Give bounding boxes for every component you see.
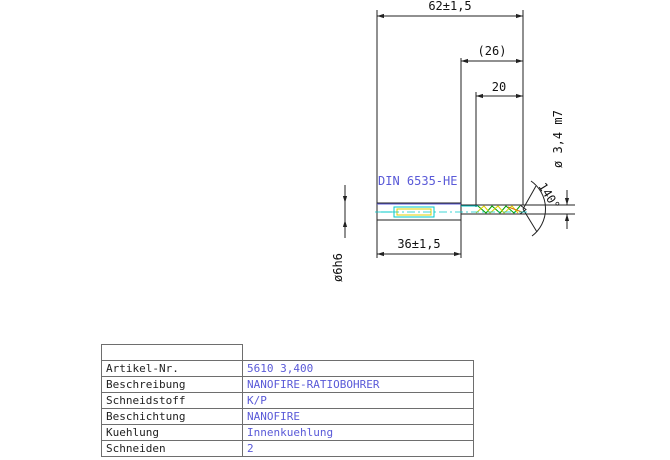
table-row: Beschichtung NANOFIRE (101, 407, 474, 425)
table-row: Kuehlung Innenkuehlung (101, 423, 474, 441)
table-header-cell (101, 344, 243, 361)
angle-arc (530, 180, 547, 237)
row-label-beschreibung: Beschreibung (101, 375, 243, 393)
spec-table: Artikel-Nr. 5610 3,400 Beschreibung NANO… (101, 344, 474, 457)
dim-ref-length: (26) (478, 44, 507, 58)
drill-flute (461, 204, 527, 215)
angle-leg-top (522, 185, 537, 210)
row-value-beschichtung: NANOFIRE (242, 407, 474, 425)
row-label-schneidstoff: Schneidstoff (101, 391, 243, 409)
extension-lines (344, 10, 575, 258)
row-value-beschreibung: NANOFIRE-RATIOBOHRER (242, 375, 474, 393)
row-value-schneiden: 2 (242, 439, 474, 457)
table-row: Beschreibung NANOFIRE-RATIOBOHRER (101, 375, 474, 393)
dim-shank-diameter: ø6h6 (331, 253, 345, 282)
table-header-empty (242, 344, 474, 360)
standard-label: DIN 6535-HE (378, 174, 457, 188)
dim-flute-length: 20 (492, 80, 506, 94)
row-value-schneidstoff: K/P (242, 391, 474, 409)
dim-shank-length: 36±1,5 (397, 237, 440, 251)
table-header-row (101, 344, 474, 361)
dim-point-angle: 140° (535, 180, 562, 212)
dim-overall-length: 62±1,5 (428, 0, 471, 13)
table-row: Schneiden 2 (101, 439, 474, 457)
drill-shank (376, 202, 462, 221)
row-label-beschichtung: Beschichtung (101, 407, 243, 425)
row-value-artikel: 5610 3,400 (242, 359, 474, 377)
table-row: Schneidstoff K/P (101, 391, 474, 409)
dim-cutting-diameter: ø 3,4 m7 (551, 110, 565, 168)
row-label-artikel: Artikel-Nr. (101, 359, 243, 377)
row-label-kuehlung: Kuehlung (101, 423, 243, 441)
row-label-schneiden: Schneiden (101, 439, 243, 457)
table-row: Artikel-Nr. 5610 3,400 (101, 359, 474, 377)
angle-leg-bottom (522, 208, 538, 233)
row-value-kuehlung: Innenkuehlung (242, 423, 474, 441)
